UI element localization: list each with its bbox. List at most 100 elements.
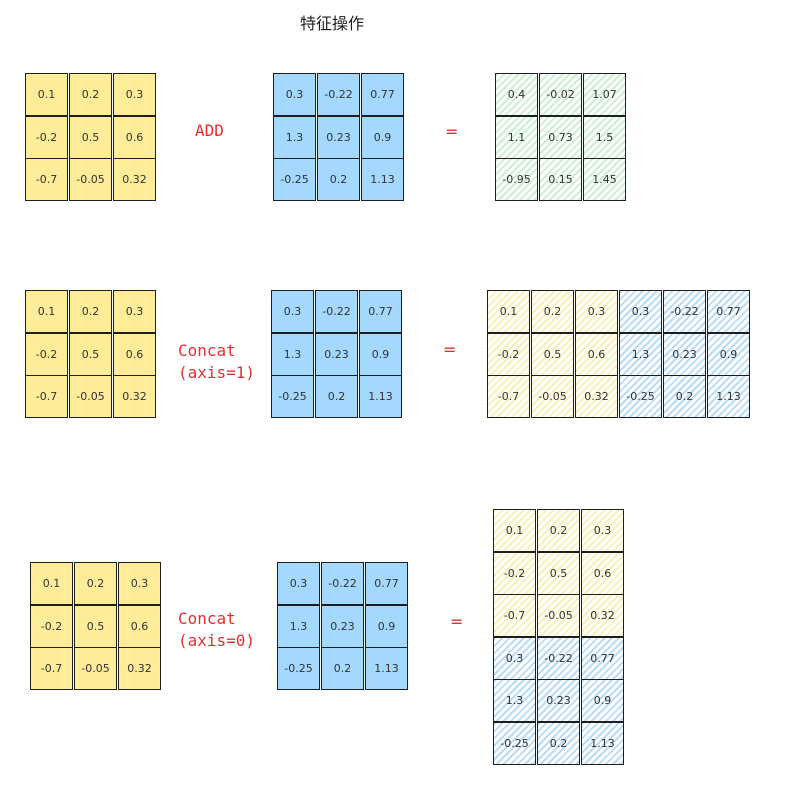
matrix-cell: 0.77 bbox=[365, 562, 408, 605]
matrix-cell: 0.3 bbox=[575, 290, 618, 333]
matrix-cell: 0.3 bbox=[113, 73, 156, 116]
matrix-cell: 1.1 bbox=[495, 115, 538, 159]
matrix-cell: 0.6 bbox=[113, 332, 156, 376]
concat-axis0-label: Concat (axis=0) bbox=[178, 608, 255, 652]
matrix-cell: 1.13 bbox=[581, 721, 624, 765]
matrix-cell: 0.6 bbox=[113, 115, 156, 159]
matrix-cell: 0.5 bbox=[69, 115, 112, 159]
matrix-cell: -0.22 bbox=[663, 290, 706, 333]
matrix-cell: -0.25 bbox=[493, 721, 536, 765]
matrix-cell: 1.3 bbox=[619, 332, 662, 376]
matrix-cell: -0.25 bbox=[273, 158, 316, 201]
matrix-cell: 0.6 bbox=[575, 332, 618, 376]
matrix-cell: 0.32 bbox=[581, 594, 624, 637]
matrix-cell: 0.77 bbox=[581, 636, 624, 680]
matrix-cell: -0.7 bbox=[30, 647, 73, 690]
matrix-cell: -0.25 bbox=[619, 375, 662, 418]
matrix-cell: 0.15 bbox=[539, 158, 582, 201]
concat-label-line2: (axis=1) bbox=[178, 363, 256, 382]
matrix-cell: 0.5 bbox=[537, 551, 580, 595]
concat-axis1-label: Concat (axis=1) bbox=[178, 340, 255, 384]
matrix-cell: -0.7 bbox=[493, 594, 536, 637]
matrix-cell: -0.25 bbox=[271, 375, 314, 418]
matrix-cell: 0.73 bbox=[539, 115, 582, 159]
matrix-cell: 0.32 bbox=[575, 375, 618, 418]
matrix-cell: 0.2 bbox=[663, 375, 706, 418]
matrix-cell: -0.2 bbox=[25, 115, 68, 159]
matrix-cell: -0.2 bbox=[487, 332, 530, 376]
matrix-cell: 1.3 bbox=[277, 604, 320, 648]
matrix-cell: 0.3 bbox=[581, 509, 624, 552]
matrix-cell: 0.2 bbox=[69, 290, 112, 333]
matrix-cell: 0.3 bbox=[271, 290, 314, 333]
matrix-cell: 1.3 bbox=[273, 115, 316, 159]
matrix-cell: 0.2 bbox=[531, 290, 574, 333]
concat-label-line1: Concat bbox=[178, 341, 236, 360]
equals-sign: = bbox=[443, 340, 457, 359]
add-label: ADD bbox=[195, 121, 224, 140]
matrix-cell: 0.5 bbox=[69, 332, 112, 376]
matrix-cell: 1.13 bbox=[365, 647, 408, 690]
matrix-cell: 0.2 bbox=[74, 562, 117, 605]
matrix-cell: 0.5 bbox=[531, 332, 574, 376]
matrix-cell: -0.22 bbox=[315, 290, 358, 333]
matrix-cell: -0.7 bbox=[487, 375, 530, 418]
matrix-cell: 0.9 bbox=[365, 604, 408, 648]
matrix-cell: 0.77 bbox=[361, 73, 404, 116]
matrix-cell: 0.3 bbox=[493, 636, 536, 680]
equals-sign: = bbox=[450, 612, 464, 631]
matrix-cell: 0.2 bbox=[317, 158, 360, 201]
matrix-cell: -0.7 bbox=[25, 158, 68, 201]
matrix-cell: -0.05 bbox=[74, 647, 117, 690]
matrix-cell: 0.2 bbox=[537, 509, 580, 552]
matrix-cell: 1.45 bbox=[583, 158, 626, 201]
matrix-cell: 0.9 bbox=[581, 679, 624, 722]
matrix-cell: 0.32 bbox=[118, 647, 161, 690]
matrix-cell: -0.05 bbox=[537, 594, 580, 637]
matrix-cell: 0.3 bbox=[273, 73, 316, 116]
matrix-cell: 0.32 bbox=[113, 158, 156, 201]
matrix-cell: -0.25 bbox=[277, 647, 320, 690]
matrix-cell: 0.1 bbox=[487, 290, 530, 333]
matrix-cell: 0.23 bbox=[321, 604, 364, 648]
matrix-cell: 1.3 bbox=[271, 332, 314, 376]
matrix-cell: 0.77 bbox=[359, 290, 402, 333]
matrix-cell: 0.2 bbox=[321, 647, 364, 690]
matrix-cell: 0.6 bbox=[581, 551, 624, 595]
equals-sign: = bbox=[445, 122, 459, 141]
matrix-cell: 1.07 bbox=[583, 73, 626, 116]
matrix-cell: 0.6 bbox=[118, 604, 161, 648]
matrix-cell: 0.1 bbox=[25, 73, 68, 116]
matrix-cell: 1.13 bbox=[359, 375, 402, 418]
matrix-cell: -0.02 bbox=[539, 73, 582, 116]
matrix-cell: 0.23 bbox=[315, 332, 358, 376]
matrix-cell: 0.9 bbox=[707, 332, 750, 376]
matrix-cell: 0.23 bbox=[317, 115, 360, 159]
matrix-cell: 0.1 bbox=[493, 509, 536, 552]
matrix-cell: 0.2 bbox=[537, 721, 580, 765]
matrix-cell: 0.9 bbox=[359, 332, 402, 376]
matrix-cell: 0.3 bbox=[277, 562, 320, 605]
matrix-cell: 0.9 bbox=[361, 115, 404, 159]
matrix-cell: -0.2 bbox=[493, 551, 536, 595]
matrix-cell: 0.1 bbox=[30, 562, 73, 605]
diagram-title: 特征操作 bbox=[300, 14, 365, 33]
matrix-cell: -0.2 bbox=[30, 604, 73, 648]
matrix-cell: -0.05 bbox=[69, 158, 112, 201]
matrix-cell: 0.32 bbox=[113, 375, 156, 418]
matrix-cell: -0.22 bbox=[321, 562, 364, 605]
matrix-cell: 0.3 bbox=[619, 290, 662, 333]
matrix-cell: 1.13 bbox=[361, 158, 404, 201]
matrix-cell: -0.22 bbox=[537, 636, 580, 680]
matrix-cell: 0.23 bbox=[663, 332, 706, 376]
matrix-cell: -0.22 bbox=[317, 73, 360, 116]
matrix-cell: 1.3 bbox=[493, 679, 536, 722]
matrix-cell: 0.5 bbox=[74, 604, 117, 648]
